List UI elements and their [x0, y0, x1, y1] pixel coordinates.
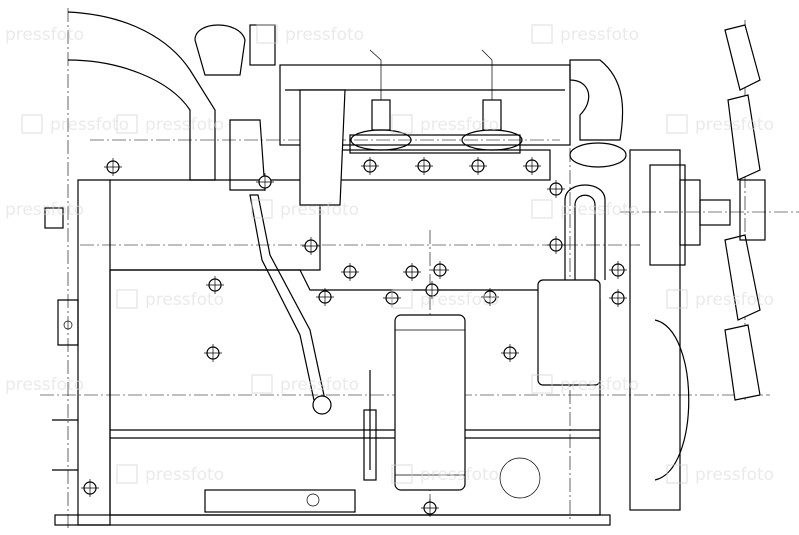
bolt-icon [316, 288, 334, 306]
bolt-icon [547, 236, 565, 254]
oil-pipe-fitting [312, 395, 332, 415]
starter-flange [499, 457, 541, 499]
bolt-icon [609, 261, 627, 279]
engine-block [54, 179, 611, 526]
watermark-icon [666, 114, 688, 134]
watermark-text: pressfoto [695, 290, 774, 310]
bolt-icon [302, 237, 320, 255]
watermark-icon [666, 289, 688, 309]
watermark-icon [116, 464, 138, 484]
watermark-icon [391, 114, 413, 134]
bolt-icon [361, 157, 379, 175]
watermark-icon [391, 289, 413, 309]
fuel-filter [537, 184, 606, 386]
dipstick [363, 370, 377, 481]
bolt-icon [206, 276, 224, 294]
watermark-text: pressfoto [560, 375, 639, 395]
oil-pipe [249, 194, 326, 406]
bolt-icon [104, 158, 122, 176]
watermark-icon [531, 199, 553, 219]
bolt-icon [81, 479, 99, 497]
watermark-text: pressfoto [695, 465, 774, 485]
watermark-layer: pressfoto pressfoto pressfoto pressfoto pres… [5, 24, 774, 485]
bolt-icon [415, 157, 433, 175]
manifold-runner [299, 89, 346, 206]
watermark-text: pressfoto [50, 115, 129, 135]
watermark-icon [256, 24, 278, 44]
bolt-icon [469, 157, 487, 175]
watermark-text: pressfoto [145, 290, 224, 310]
watermark-text: pressfoto [145, 115, 224, 135]
watermark-icon [251, 374, 273, 394]
watermark-text: pressfoto [5, 25, 84, 45]
exhaust-elbow [569, 59, 624, 141]
watermark-text: pressfoto [280, 375, 359, 395]
watermark-icon [666, 464, 688, 484]
watermark-icon [531, 374, 553, 394]
watermark-text: pressfoto [280, 200, 359, 220]
flywheel-housing [44, 179, 111, 526]
intake-pipe [67, 11, 346, 206]
watermark-icon [391, 464, 413, 484]
pulley-assembly [499, 149, 731, 511]
watermark-text: pressfoto [560, 200, 639, 220]
data-plate [204, 489, 356, 513]
watermark-text: pressfoto [420, 465, 499, 485]
bolt-icon [421, 499, 439, 517]
oil-filter [394, 314, 466, 491]
watermark-text: pressfoto [5, 375, 84, 395]
thermostat-housing [569, 142, 627, 168]
bolt-icon [501, 344, 519, 362]
watermark-text: pressfoto [420, 290, 499, 310]
watermark-text: pressfoto [285, 25, 364, 45]
watermark-icon [531, 24, 553, 44]
bolt-icon [481, 288, 499, 306]
injectors [350, 49, 523, 151]
watermark-text: pressfoto [5, 200, 84, 220]
watermark-text: pressfoto [560, 25, 639, 45]
watermark-icon [21, 114, 43, 134]
intake-elbow [194, 24, 246, 76]
watermark-text: pressfoto [420, 115, 499, 135]
bolt-icon [256, 173, 274, 191]
bolt-icon [609, 289, 627, 307]
watermark-icon [251, 199, 273, 219]
watermark-text: pressfoto [145, 465, 224, 485]
bolt-icon [431, 261, 449, 279]
bolt-icon [547, 180, 565, 198]
bolt-icon [423, 281, 441, 299]
bolt-icon [403, 263, 421, 281]
bolt-icon [204, 344, 222, 362]
bolt-icon [523, 157, 541, 175]
watermark-icon [116, 114, 138, 134]
watermark-icon [116, 289, 138, 309]
bolt-icon [341, 263, 359, 281]
cooling-fan [724, 24, 766, 401]
watermark-text: pressfoto [695, 115, 774, 135]
